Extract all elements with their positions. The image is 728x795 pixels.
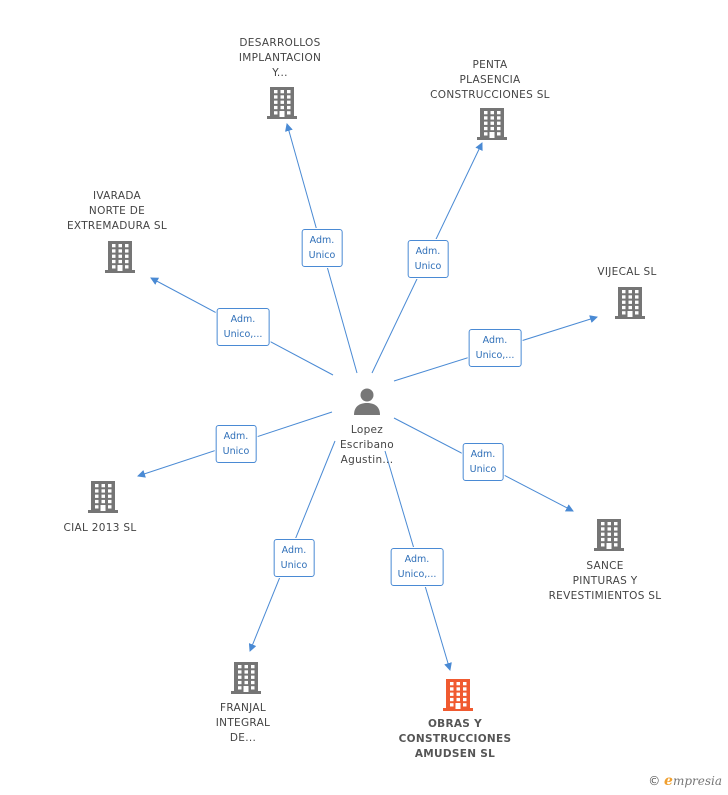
relation-text-line: Adm.	[223, 431, 249, 442]
company-name-line: VIJECAL SL	[597, 266, 657, 278]
company-name-line: INTEGRAL	[215, 717, 271, 729]
company-name-line: NORTE DE	[88, 205, 146, 217]
relation-label-sance[interactable]: Adm. Unico	[462, 443, 504, 481]
relation-text-line: Adm.	[415, 246, 441, 257]
relation-label-penta[interactable]: Adm. Unico	[407, 240, 449, 278]
building-icon	[88, 481, 118, 513]
relation-text-line: Adm.	[470, 449, 496, 460]
brand-name: mpresia	[672, 774, 722, 788]
brand-initial: e	[664, 773, 673, 789]
company-name-line: AMUDSEN SL	[414, 748, 496, 760]
building-icon	[615, 287, 645, 319]
relation-text-line: Unico	[414, 261, 442, 272]
company-name: OBRAS Y CONSTRUCCIONES AMUDSEN SL	[399, 717, 512, 762]
relation-text-line: Unico,...	[397, 569, 437, 580]
center-name-line-2: Escribano	[340, 439, 394, 451]
company-name-line: Y...	[272, 67, 288, 79]
relation-label-obras[interactable]: Adm. Unico,...	[390, 548, 444, 586]
company-name-line: FRANJAL	[219, 702, 266, 714]
company-name-line: PLASENCIA	[459, 74, 521, 86]
relation-text-line: Unico,...	[475, 350, 515, 361]
company-node-penta[interactable]	[476, 107, 508, 141]
company-name: PENTA PLASENCIA CONSTRUCCIONES SL	[430, 58, 550, 103]
company-name-line: DE...	[229, 732, 257, 744]
company-label-vijecal[interactable]: VIJECAL SL	[597, 265, 656, 280]
company-name-line: EXTREMADURA SL	[66, 220, 168, 232]
relation-text-line: Unico	[222, 446, 250, 457]
building-icon	[443, 679, 473, 711]
relation-text-line: Adm.	[230, 314, 256, 325]
company-name-line: CONSTRUCCIONES SL	[430, 89, 550, 101]
company-name-line: REVESTIMIENTOS SL	[548, 590, 662, 602]
company-name-line: DESARROLLOS	[239, 37, 321, 49]
company-label-obras[interactable]: OBRAS Y CONSTRUCCIONES AMUDSEN SL	[399, 717, 512, 762]
company-name: FRANJAL INTEGRAL DE...	[216, 701, 270, 746]
relation-text-line: Adm.	[309, 235, 335, 246]
relation-text-line: Adm.	[404, 554, 430, 565]
relation-text-line: Unico	[280, 560, 308, 571]
company-name-line: PINTURAS Y	[572, 575, 638, 587]
company-name: SANCE PINTURAS Y REVESTIMIENTOS SL	[549, 559, 662, 604]
company-node-desarrollos[interactable]	[266, 86, 298, 120]
company-name: IVARADA NORTE DE EXTREMADURA SL	[67, 189, 167, 234]
copyright-symbol: ©	[648, 774, 661, 788]
company-label-ivarada[interactable]: IVARADA NORTE DE EXTREMADURA SL	[67, 189, 167, 234]
building-icon	[267, 87, 297, 119]
relation-text-line: Unico,...	[223, 329, 263, 340]
relation-text-line: Adm.	[281, 545, 307, 556]
relation-label-cial2013[interactable]: Adm. Unico	[215, 425, 257, 463]
company-name: CIAL 2013 SL	[64, 521, 137, 536]
relation-text-line: Unico	[469, 464, 497, 475]
relation-text-line: Adm.	[482, 335, 508, 346]
company-name-line: OBRAS Y	[427, 718, 483, 730]
company-name-line: IVARADA	[92, 190, 142, 202]
company-node-ivarada[interactable]	[104, 240, 136, 274]
company-node-obras[interactable]	[442, 678, 474, 712]
company-label-cial2013[interactable]: CIAL 2013 SL	[64, 521, 137, 536]
company-name-line: IMPLANTACION	[238, 52, 322, 64]
person-icon	[354, 388, 380, 415]
relation-text-line: Unico	[308, 250, 336, 261]
center-person-label[interactable]: Lopez Escribano Agustin...	[340, 423, 394, 468]
company-name-line: CIAL 2013 SL	[63, 522, 137, 534]
relation-label-ivarada[interactable]: Adm. Unico,...	[216, 308, 270, 346]
relation-label-vijecal[interactable]: Adm. Unico,...	[468, 329, 522, 367]
company-name-line: SANCE	[586, 560, 624, 572]
center-person[interactable]	[352, 386, 382, 416]
company-label-sance[interactable]: SANCE PINTURAS Y REVESTIMIENTOS SL	[549, 559, 662, 604]
company-node-franjal[interactable]	[230, 661, 262, 695]
company-label-penta[interactable]: PENTA PLASENCIA CONSTRUCCIONES SL	[430, 58, 550, 103]
company-node-vijecal[interactable]	[614, 286, 646, 320]
company-name-line: CONSTRUCCIONES	[398, 733, 512, 745]
company-node-sance[interactable]	[593, 518, 625, 552]
building-icon	[477, 108, 507, 140]
company-name-line: PENTA	[472, 59, 508, 71]
relation-label-desarrollos[interactable]: Adm. Unico	[301, 229, 343, 267]
company-name: VIJECAL SL	[597, 265, 656, 280]
relation-label-franjal[interactable]: Adm. Unico	[273, 539, 315, 577]
company-node-cial2013[interactable]	[87, 480, 119, 514]
company-label-desarrollos[interactable]: DESARROLLOS IMPLANTACION Y...	[239, 36, 321, 81]
center-name-line-1: Lopez	[350, 424, 384, 436]
company-label-franjal[interactable]: FRANJAL INTEGRAL DE...	[216, 701, 270, 746]
empresia-watermark: © empresia	[648, 773, 722, 789]
company-name: DESARROLLOS IMPLANTACION Y...	[239, 36, 321, 81]
building-icon	[231, 662, 261, 694]
building-icon	[594, 519, 624, 551]
building-icon	[105, 241, 135, 273]
center-name-line-3: Agustin...	[340, 454, 394, 466]
